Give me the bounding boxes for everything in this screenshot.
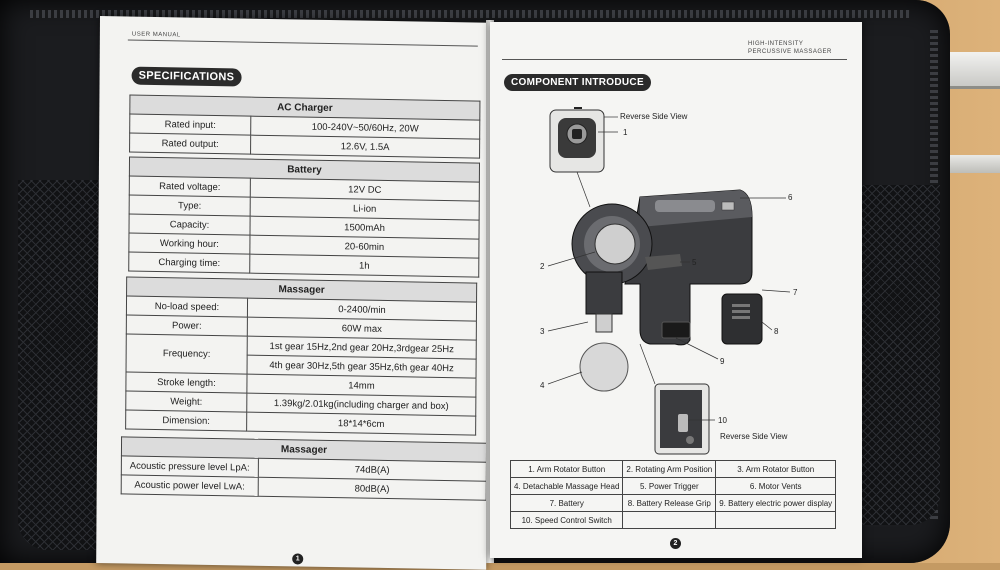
reverse-side-view-inset-bottom	[639, 343, 715, 455]
reverse-side-view-label-top: Reverse Side View	[620, 112, 688, 121]
spec-table-acoustic: Massager Acoustic pressure level LpA: 74…	[121, 436, 487, 501]
spec-table-battery: Battery Rated voltage: 12V DC Type: Li-i…	[128, 157, 480, 278]
table-row: 1. Arm Rotator Button 2. Rotating Arm Po…	[509, 460, 837, 478]
callout-8: 8	[774, 327, 779, 336]
table-row: 7. Battery 8. Battery Release Grip 9. Ba…	[509, 494, 837, 512]
table-row: 4. Detachable Massage Head 5. Power Trig…	[509, 477, 837, 495]
reverse-side-view-inset-top	[549, 107, 618, 208]
callout-9: 9	[720, 357, 725, 366]
manual-page-components: HIGH-INTENSITY PERCUSSIVE MASSAGER COMPO…	[490, 22, 862, 558]
callout-10: 10	[718, 416, 727, 425]
manual-page-specifications: USER MANUAL SPECIFICATIONS AC Charger Ra…	[96, 16, 490, 570]
callout-3: 3	[540, 327, 545, 336]
massage-gun-body	[571, 189, 763, 392]
callout-5: 5	[692, 258, 697, 267]
case-mesh-pocket-right	[855, 185, 940, 525]
callout-6: 6	[788, 193, 793, 202]
header-rule	[502, 59, 847, 60]
page-header-line1: HIGH-INTENSITY	[748, 41, 804, 47]
parts-legend-table: 1. Arm Rotator Button 2. Rotating Arm Po…	[509, 460, 837, 529]
section-title: COMPONENT INTRODUCE	[504, 74, 651, 91]
callout-1: 1	[623, 128, 628, 137]
header-rule	[127, 39, 478, 47]
spec-table-massager: Massager No-load speed: 0-2400/min Power…	[125, 276, 477, 436]
page-header: USER MANUAL	[131, 31, 181, 39]
massage-gun-diagram: Reverse Side View 1 6 2 5 7	[540, 107, 798, 455]
table-row: 10. Speed Control Switch	[509, 511, 837, 529]
callout-2: 2	[540, 262, 545, 271]
reverse-side-view-label-bottom: Reverse Side View	[720, 432, 788, 441]
page-number: 2	[670, 538, 681, 549]
section-title: SPECIFICATIONS	[131, 66, 242, 87]
spec-table-ac-charger: AC Charger Rated input: 100-240V~50/60Hz…	[129, 95, 480, 159]
case-zipper-top	[30, 10, 910, 18]
page-header-line2: PERCUSSIVE MASSAGER	[748, 49, 832, 55]
callout-4: 4	[540, 381, 545, 390]
callout-7: 7	[793, 288, 798, 297]
